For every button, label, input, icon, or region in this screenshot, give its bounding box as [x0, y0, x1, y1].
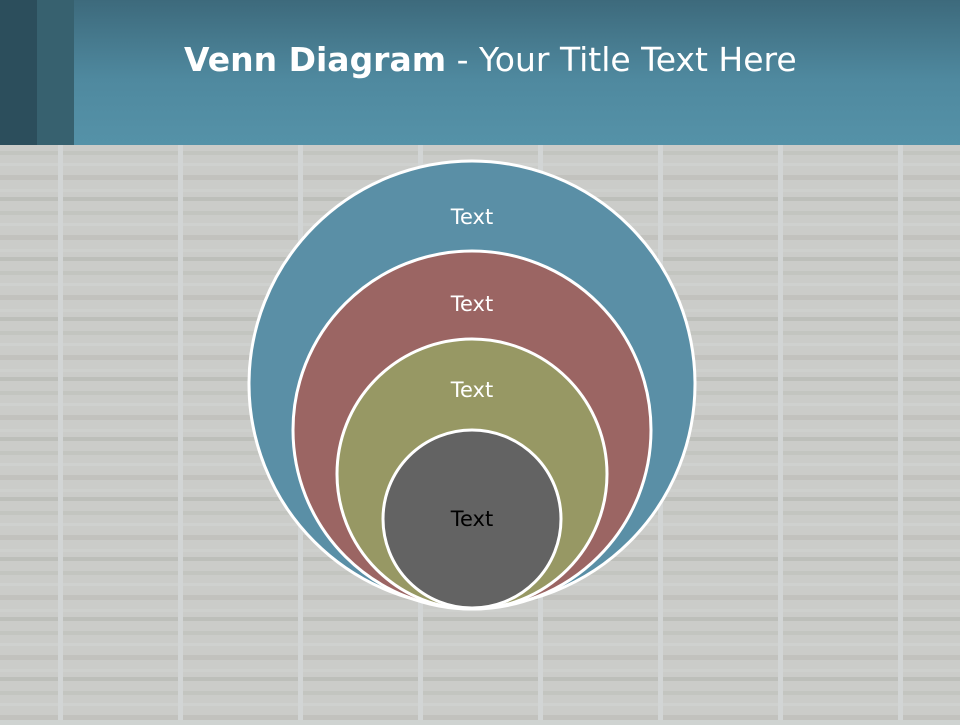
accent-bar-dark	[0, 0, 37, 145]
newspaper-stacks-image	[0, 145, 960, 720]
second-circle-label: Text	[450, 292, 493, 316]
title-bold: Venn Diagram	[184, 40, 447, 79]
inner-circle-label: Text	[450, 507, 493, 531]
title-bar: Venn Diagram - Your Title Text Here	[0, 0, 960, 145]
accent-bar-mid	[37, 0, 74, 145]
inner-circle[interactable]	[381, 428, 563, 610]
title-rest: - Your Title Text Here	[446, 40, 797, 79]
slide-title[interactable]: Venn Diagram - Your Title Text Here	[184, 40, 797, 79]
outer-circle-label: Text	[450, 205, 493, 229]
third-circle-label: Text	[450, 378, 493, 402]
